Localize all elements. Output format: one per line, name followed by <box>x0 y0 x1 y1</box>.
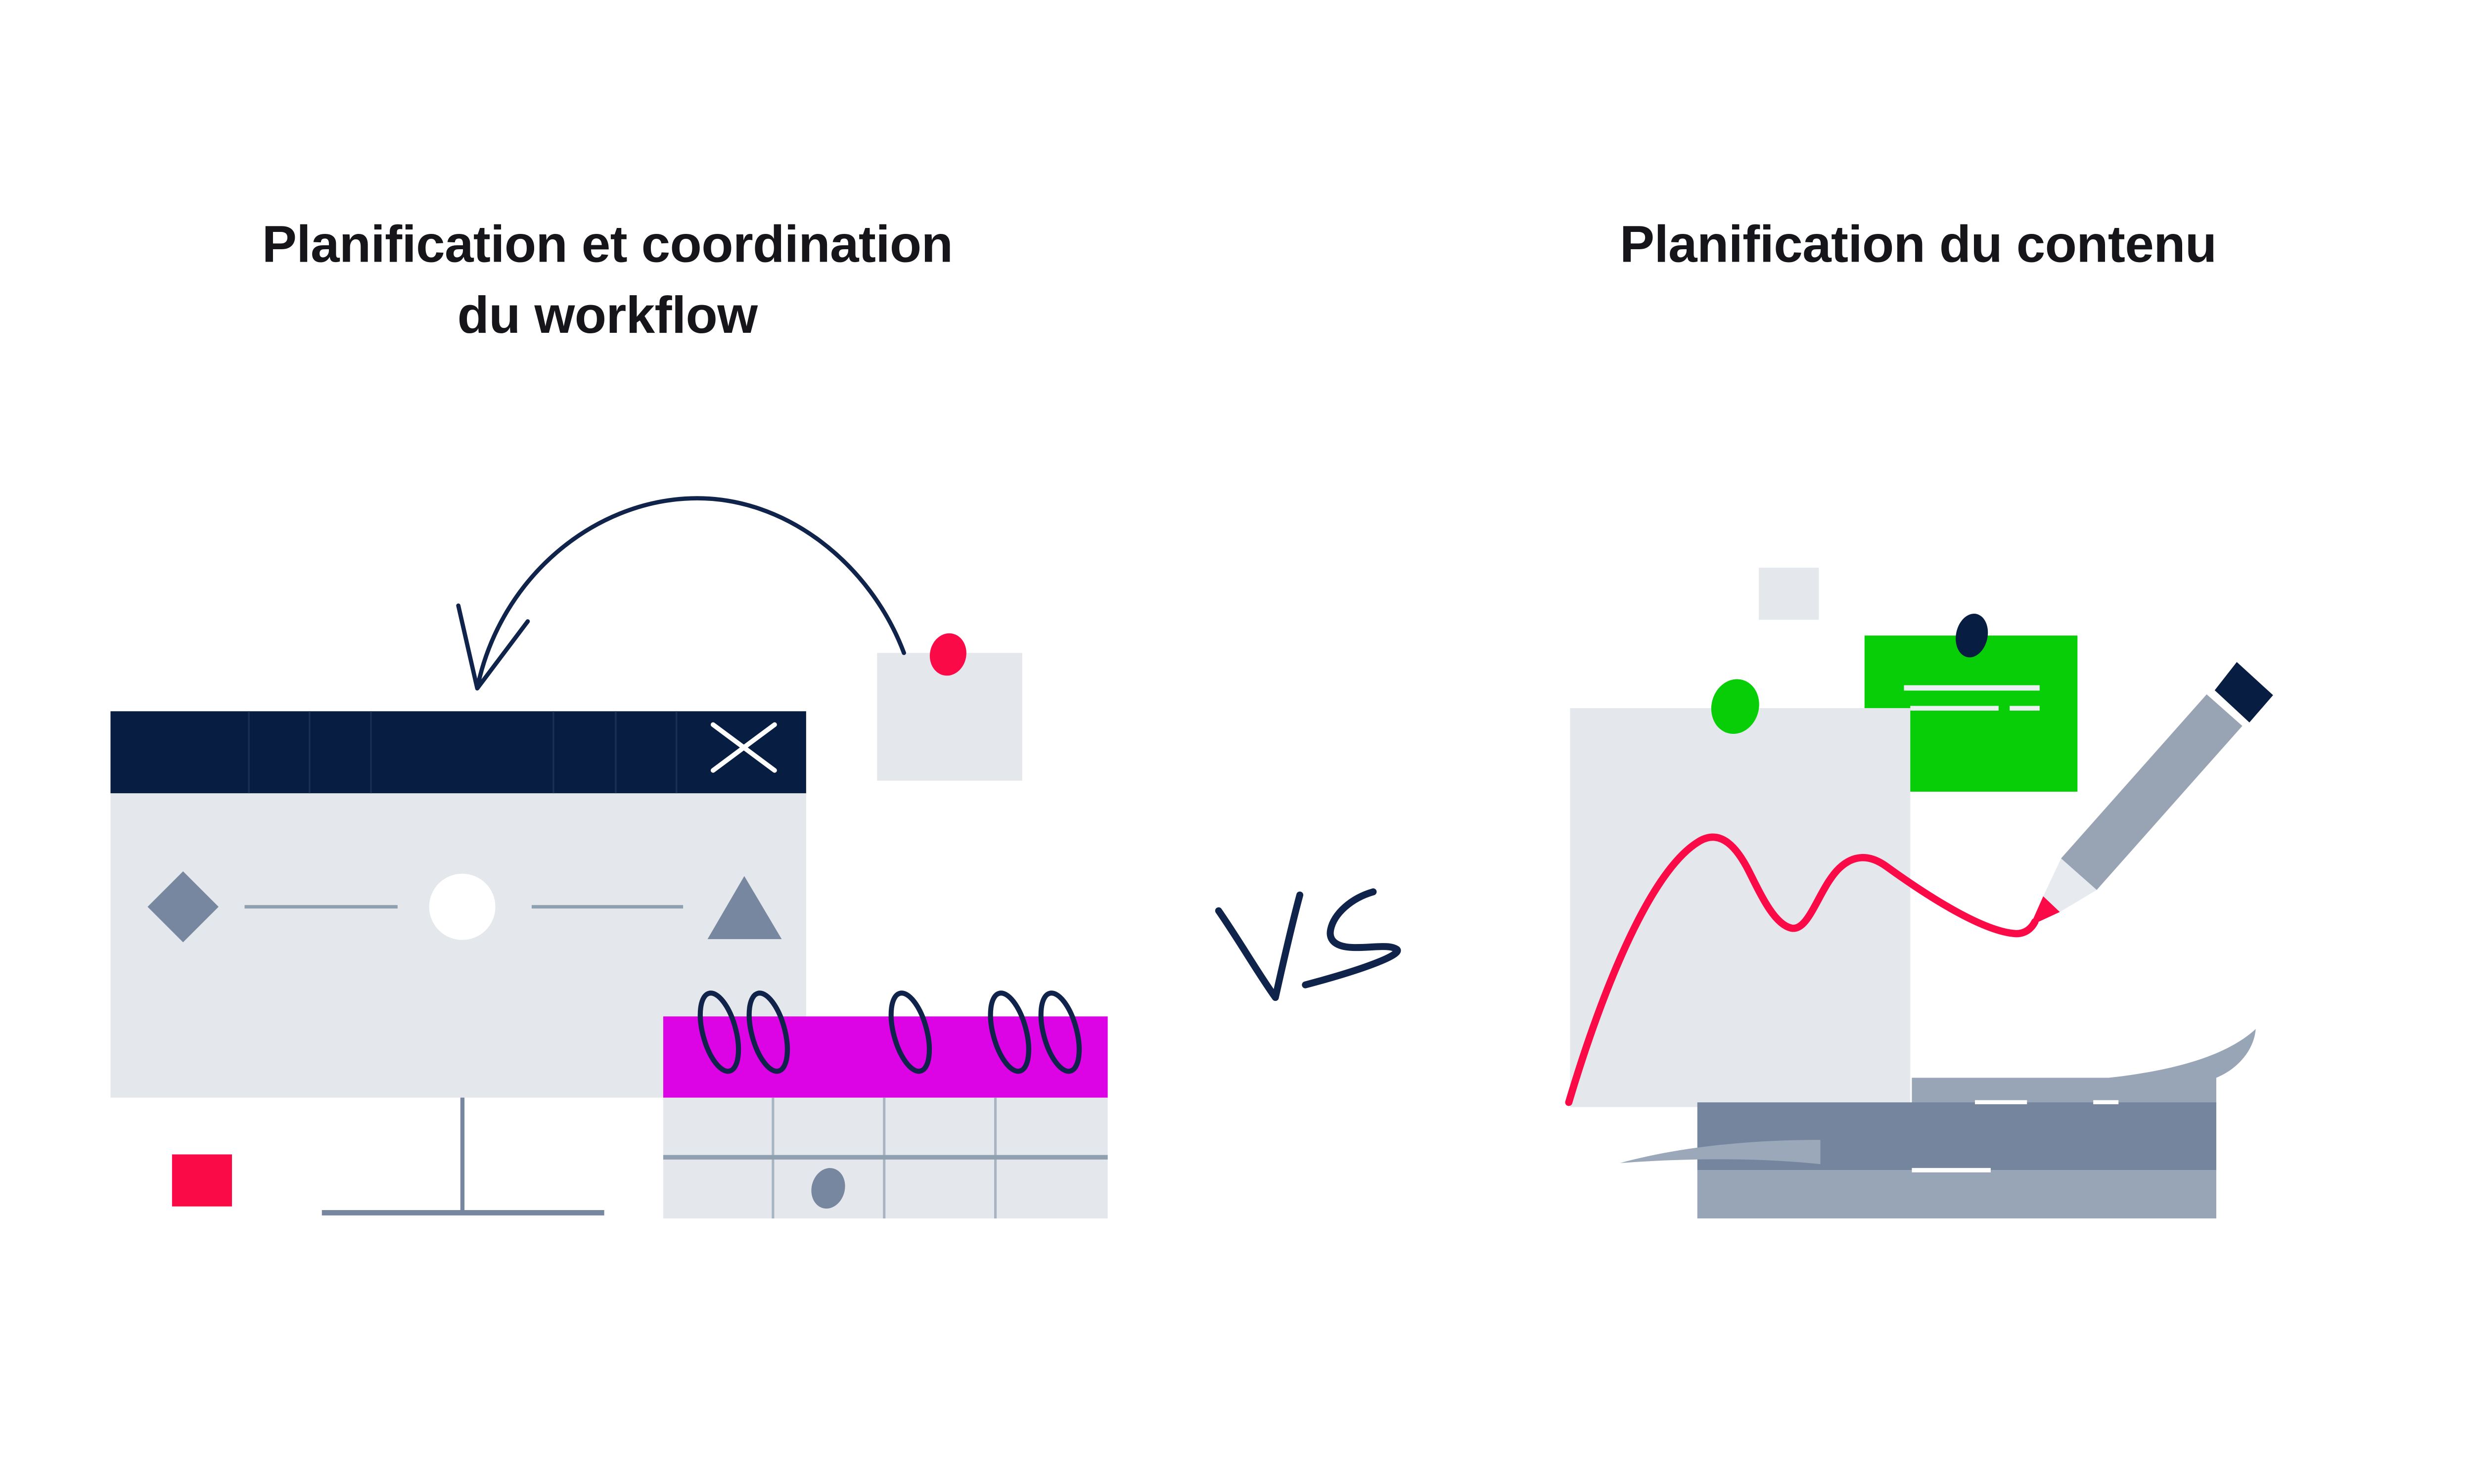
vs-s-stroke <box>1302 888 1401 989</box>
monitor-stand <box>321 1097 604 1215</box>
page-curl <box>2107 1029 2256 1079</box>
page-gap <box>1975 1100 2027 1105</box>
stand-pole <box>460 1097 465 1212</box>
spiral-ring <box>697 990 741 1074</box>
spiral-ring <box>988 990 1031 1074</box>
slider-control <box>147 871 782 943</box>
calendar <box>663 990 1108 1218</box>
sticky-note <box>877 633 1022 781</box>
monitor-window <box>110 711 806 1098</box>
arrow-curve <box>476 496 906 687</box>
window-titlebar <box>110 711 806 794</box>
notebook-stack <box>1620 1029 2256 1218</box>
pencil-body <box>2061 694 2243 890</box>
pencil-wood <box>2043 858 2097 912</box>
slider-thumb <box>429 873 496 940</box>
close-icon <box>710 722 777 773</box>
pencil-cap <box>2214 662 2273 722</box>
pencil-icon <box>2030 662 2273 926</box>
spiral-binding-icon <box>697 990 1082 1074</box>
spiral-ring <box>888 990 932 1074</box>
right-panel-title: Planification du contenu <box>1620 215 2217 273</box>
pin-icon <box>1956 614 1988 658</box>
spiral-ring <box>746 990 790 1074</box>
chart-paper <box>1565 679 2039 1107</box>
pencil-nib <box>2030 896 2060 926</box>
right-illustration <box>1565 568 2273 1218</box>
titlebar-separators <box>248 711 678 794</box>
vs-v-stroke <box>1215 891 1304 1001</box>
spiral-ring <box>1038 990 1082 1074</box>
triangle-icon <box>707 876 782 940</box>
vs-label: VS <box>1215 888 1401 1001</box>
left-panel-title-line1: Planification et coordination <box>262 215 953 273</box>
note-text-line <box>1910 706 1999 711</box>
paper-sheet <box>1570 708 1911 1107</box>
pin-icon <box>929 633 966 676</box>
note-text-line <box>1904 685 2040 691</box>
left-panel-title-line2: du workflow <box>458 286 759 344</box>
diamond-icon <box>147 871 219 943</box>
page-flap <box>1620 1140 1821 1165</box>
page-gap <box>2093 1100 2119 1105</box>
page-gap <box>1912 1168 1991 1172</box>
stand-base <box>321 1210 604 1215</box>
book-bottom-slab <box>1697 1170 2216 1218</box>
curved-arrow-icon <box>456 496 906 691</box>
note-text-line <box>2010 706 2040 711</box>
red-square-accent <box>172 1154 232 1207</box>
page-slab <box>1912 1078 2216 1103</box>
left-illustration <box>110 496 1108 1218</box>
arrow-head <box>456 603 530 691</box>
chart-line <box>1565 833 2039 1106</box>
calendar-dot <box>811 1168 845 1209</box>
gray-square-accent <box>1759 568 1819 620</box>
green-dot <box>1711 679 1759 734</box>
